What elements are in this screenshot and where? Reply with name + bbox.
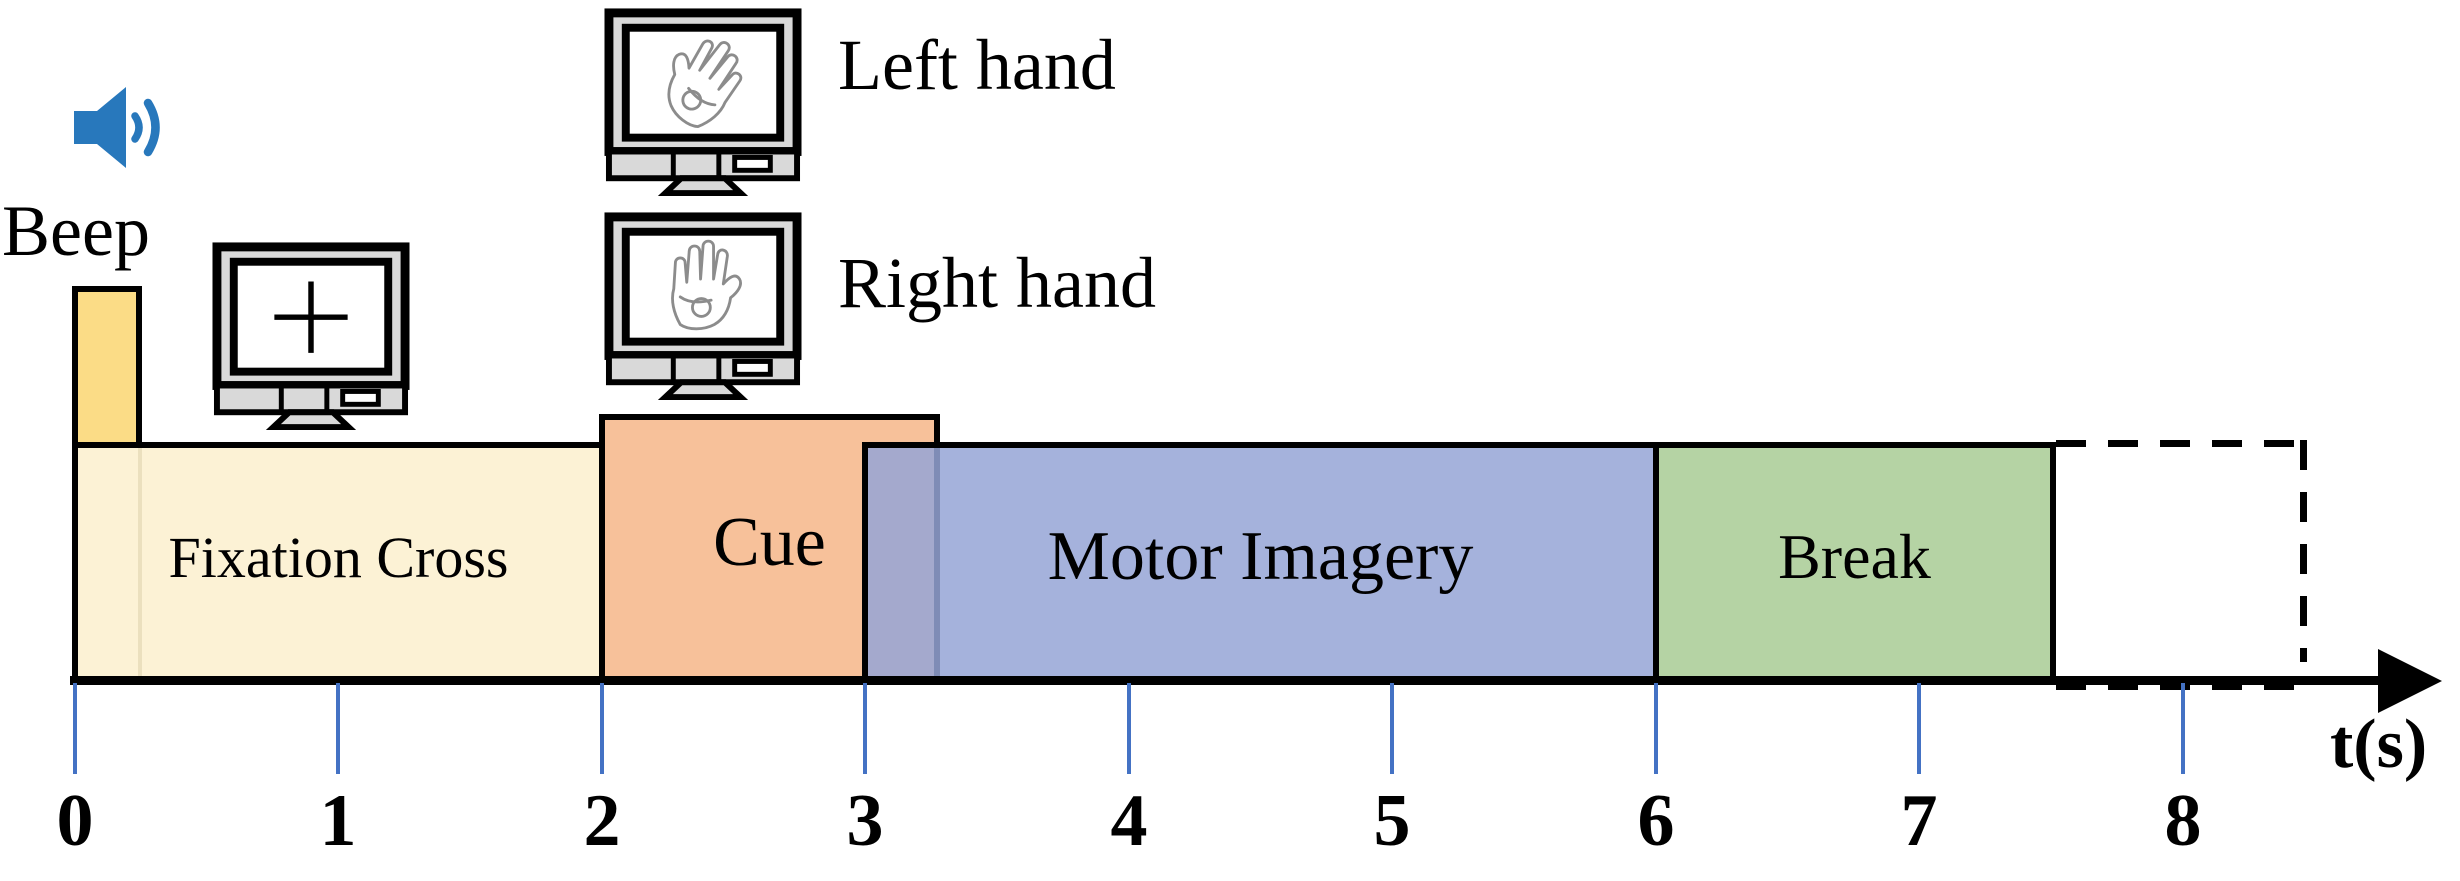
axis-tick-label-0: 0: [56, 780, 94, 862]
monitor-with-fixation-cross-icon: [212, 242, 410, 431]
axis-tick-label-1: 1: [319, 780, 357, 862]
segment-cue-label: Cue: [713, 504, 826, 581]
beep-label: Beep: [2, 191, 150, 271]
dashed-segment-bottom-edge: [2056, 683, 2302, 690]
right-hand-sketch: [671, 239, 742, 331]
monitor-with-left-hand-icon: [604, 8, 802, 197]
time-axis-label: t(s): [2330, 706, 2428, 783]
dashed-segment-top-edge: [2056, 440, 2306, 447]
axis-tick-1: [336, 683, 340, 774]
dashed-segment-right-edge: [2300, 440, 2307, 662]
right-hand-label: Right hand: [838, 243, 1156, 323]
axis-tick-label-3: 3: [846, 780, 884, 862]
beep-marker-trace: [138, 448, 142, 678]
segment-fixation-cross-label: Fixation Cross: [168, 524, 509, 590]
axis-tick-label-4: 4: [1110, 780, 1148, 862]
axis-tick-7: [1917, 683, 1921, 774]
axis-tick-label-2: 2: [583, 780, 621, 862]
axis-tick-4: [1127, 683, 1131, 774]
axis-tick-8: [2181, 683, 2185, 774]
left-hand-sketch: [667, 39, 743, 129]
axis-tick-label-7: 7: [1900, 780, 1938, 862]
time-axis-line: [70, 676, 2390, 685]
speaker-icon: [74, 87, 160, 168]
segment-break-label: Break: [1778, 521, 1931, 592]
axis-tick-2: [600, 683, 604, 774]
beep-marker: [72, 286, 142, 448]
segment-fixation-cross: Fixation Cross: [72, 442, 605, 684]
segment-motor-imagery: Motor Imagery: [862, 442, 1659, 684]
axis-tick-label-6: 6: [1637, 780, 1675, 862]
monitor-with-right-hand-icon: [604, 212, 802, 401]
axis-tick-5: [1390, 683, 1394, 774]
axis-tick-label-8: 8: [2164, 780, 2202, 862]
time-axis-arrowhead: [2378, 649, 2442, 713]
axis-tick-label-5: 5: [1373, 780, 1411, 862]
axis-tick-6: [1654, 683, 1658, 774]
segment-motor-imagery-label: Motor Imagery: [1047, 518, 1474, 595]
axis-tick-3: [863, 683, 867, 774]
segment-break: Break: [1653, 442, 2056, 684]
left-hand-label: Left hand: [838, 25, 1116, 105]
axis-tick-0: [73, 683, 77, 774]
